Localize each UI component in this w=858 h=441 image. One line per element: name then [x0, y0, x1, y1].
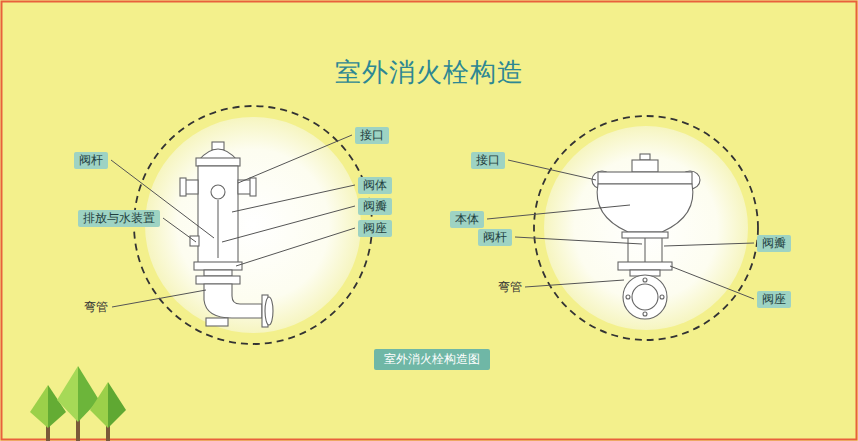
part-name: 接口 — [360, 128, 384, 143]
part-label: 阀杆 — [74, 152, 108, 169]
part-name: 本体 — [455, 212, 479, 227]
part-name: 弯管 — [498, 280, 522, 295]
part-label: 阀瓣 — [757, 235, 791, 252]
part-name: 阀瓣 — [762, 236, 786, 251]
part-label: 阀体 — [358, 177, 392, 194]
part-name: 阀杆 — [79, 153, 103, 168]
part-label: 接口 — [355, 127, 389, 144]
highlight-disc — [145, 117, 361, 333]
part-label: 阀瓣 — [358, 198, 392, 215]
leader-lines — [111, 135, 754, 307]
hydrant-figure — [180, 142, 273, 327]
part-name: 阀座 — [363, 221, 387, 236]
highlight-disc — [544, 126, 748, 330]
part-name: 排放与水装置 — [83, 211, 155, 226]
part-name: 接口 — [476, 153, 500, 168]
dashed-ring — [134, 106, 372, 344]
part-label: 阀座 — [757, 291, 791, 308]
part-label: 排放与水装置 — [78, 210, 160, 227]
part-name: 阀座 — [762, 292, 786, 307]
part-name: 弯管 — [84, 300, 108, 315]
dashed-ring — [534, 116, 758, 340]
part-label: 本体 — [450, 211, 484, 228]
part-label: 阀座 — [358, 220, 392, 237]
part-name: 阀杆 — [483, 230, 507, 245]
part-label: 阀杆 — [478, 229, 512, 246]
figure-caption: 室外消火栓构造图 — [374, 349, 490, 370]
part-name: 阀体 — [363, 178, 387, 193]
part-label: 接口 — [471, 152, 505, 169]
tree-decoration — [30, 366, 126, 441]
diagram-title: 室外消火栓构造 — [335, 56, 524, 88]
part-name: 阀瓣 — [363, 199, 387, 214]
hydrant-figure — [592, 154, 700, 319]
